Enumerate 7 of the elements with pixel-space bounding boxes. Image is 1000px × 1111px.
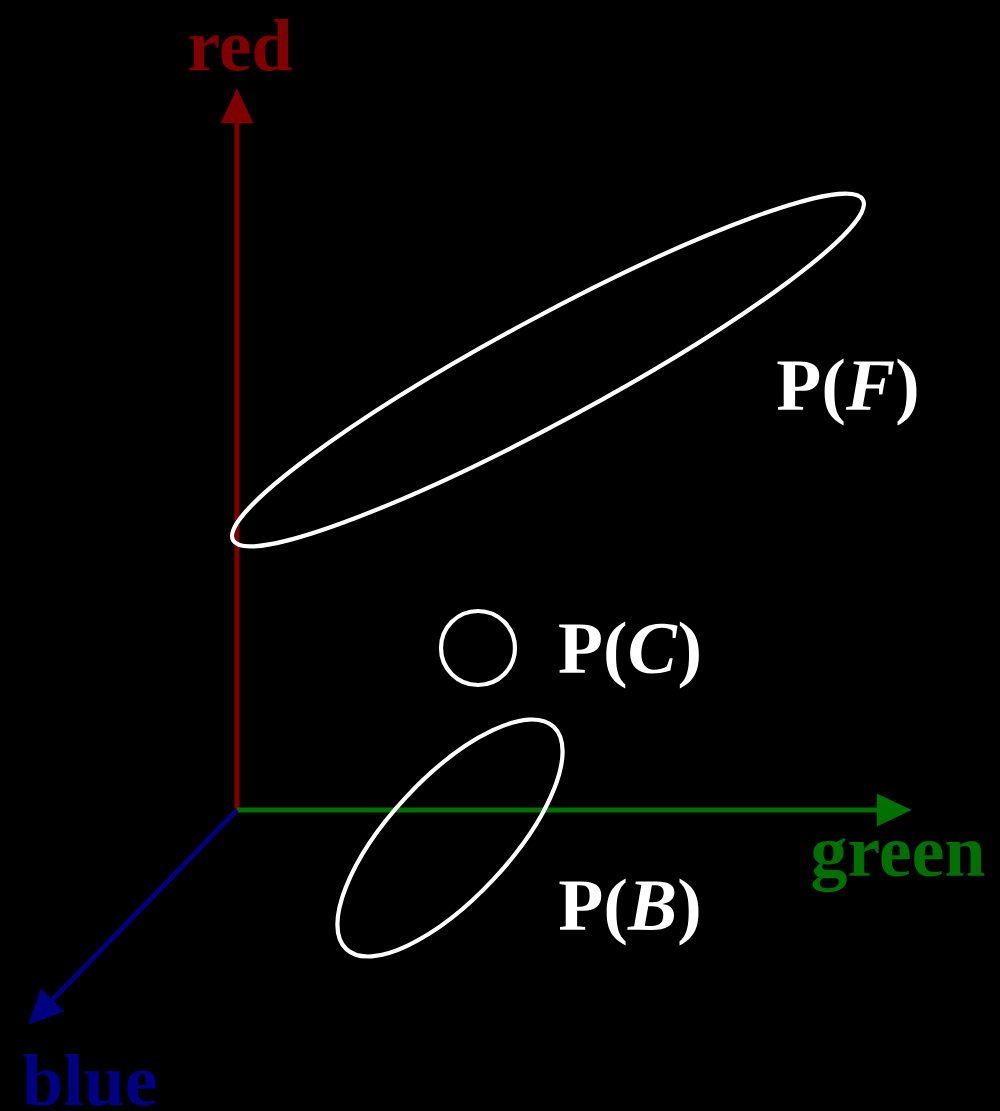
set-label: P(B) [559,878,699,946]
axis-label: green [812,837,985,893]
set-label: P(F) [777,358,917,426]
axis-label: blue [23,1053,156,1107]
set-label: P(C) [559,621,699,689]
axis-label: red [189,19,292,71]
circle-outline [438,608,518,688]
